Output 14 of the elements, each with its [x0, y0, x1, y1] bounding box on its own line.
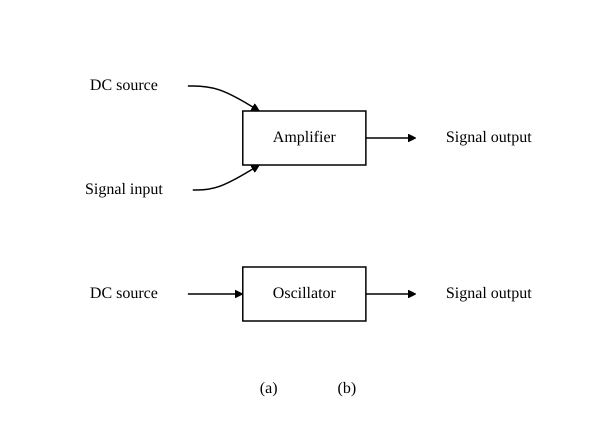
- arrow: [188, 290, 243, 298]
- node-box: Oscillator: [242, 266, 366, 322]
- node-text: Signal output: [446, 285, 532, 302]
- arrow: [192, 164, 260, 191]
- panel-label: (a): [260, 380, 278, 398]
- arrow: [366, 290, 416, 298]
- node-text: Signal output: [446, 129, 532, 146]
- panel-label: (b): [338, 380, 356, 398]
- arrow: [188, 85, 260, 112]
- node-text: DC source: [90, 285, 158, 302]
- node-text: DC source: [90, 77, 158, 94]
- node-text: Signal input: [84, 181, 162, 198]
- node-box: Amplifier: [242, 110, 366, 166]
- arrow: [366, 134, 416, 142]
